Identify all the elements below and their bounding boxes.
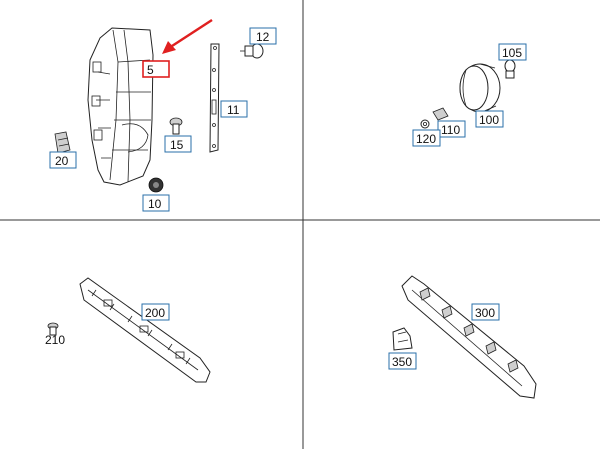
grommet-nut[interactable] — [148, 177, 164, 193]
callout-10[interactable]: 10 — [142, 194, 170, 212]
lamp-bulb[interactable] — [504, 59, 516, 79]
callout-100[interactable]: 100 — [475, 110, 504, 128]
seal-strip[interactable] — [209, 43, 220, 153]
callout-12-label: 12 — [256, 30, 270, 44]
callout-105[interactable]: 105 — [498, 43, 527, 61]
callout-15-label: 15 — [170, 138, 184, 152]
callout-20[interactable]: 20 — [49, 151, 77, 169]
bulb-socket[interactable] — [54, 131, 71, 154]
callout-12[interactable]: 12 — [249, 27, 277, 45]
callout-120[interactable]: 120 — [412, 129, 441, 147]
light-bar[interactable] — [79, 277, 211, 383]
bracket[interactable] — [392, 327, 413, 351]
callout-20-label: 20 — [55, 154, 69, 168]
callout-5-label: 5 — [147, 63, 154, 77]
callout-15[interactable]: 15 — [164, 135, 192, 153]
callout-10-label: 10 — [148, 197, 162, 211]
quadrant-top-left: 5 12 11 — [49, 18, 277, 212]
callout-11-label: 11 — [227, 103, 240, 117]
callout-350-label: 350 — [392, 355, 412, 369]
callout-105-label: 105 — [502, 46, 522, 60]
callout-5[interactable]: 5 — [142, 60, 170, 78]
label-210: 210 — [45, 333, 65, 347]
quadrant-bottom-left: 200 210 — [45, 277, 211, 383]
callout-100-label: 100 — [479, 113, 499, 127]
callout-200-label: 200 — [145, 306, 165, 320]
round-lamp[interactable] — [459, 63, 501, 113]
mounting-pad[interactable] — [432, 107, 449, 121]
tail-lamp-housing[interactable] — [87, 27, 154, 186]
callout-11[interactable]: 11 — [220, 100, 248, 118]
lamp-nut[interactable] — [420, 119, 430, 129]
callout-350[interactable]: 350 — [388, 352, 417, 370]
trim-strip[interactable] — [401, 275, 537, 399]
screw[interactable] — [169, 117, 183, 135]
callout-120-label: 120 — [416, 132, 436, 146]
callout-110-label: 110 — [441, 123, 460, 137]
bulb[interactable] — [240, 43, 264, 59]
quadrant-bottom-right: 300 350 — [388, 275, 537, 399]
callout-200[interactable]: 200 — [141, 303, 170, 321]
pointer-arrow — [162, 18, 213, 54]
clip[interactable] — [47, 322, 59, 336]
callout-110[interactable]: 110 — [437, 120, 466, 138]
quadrant-top-right: 100 105 110 120 — [412, 43, 527, 147]
callout-300[interactable]: 300 — [471, 303, 500, 321]
callout-300-label: 300 — [475, 306, 495, 320]
